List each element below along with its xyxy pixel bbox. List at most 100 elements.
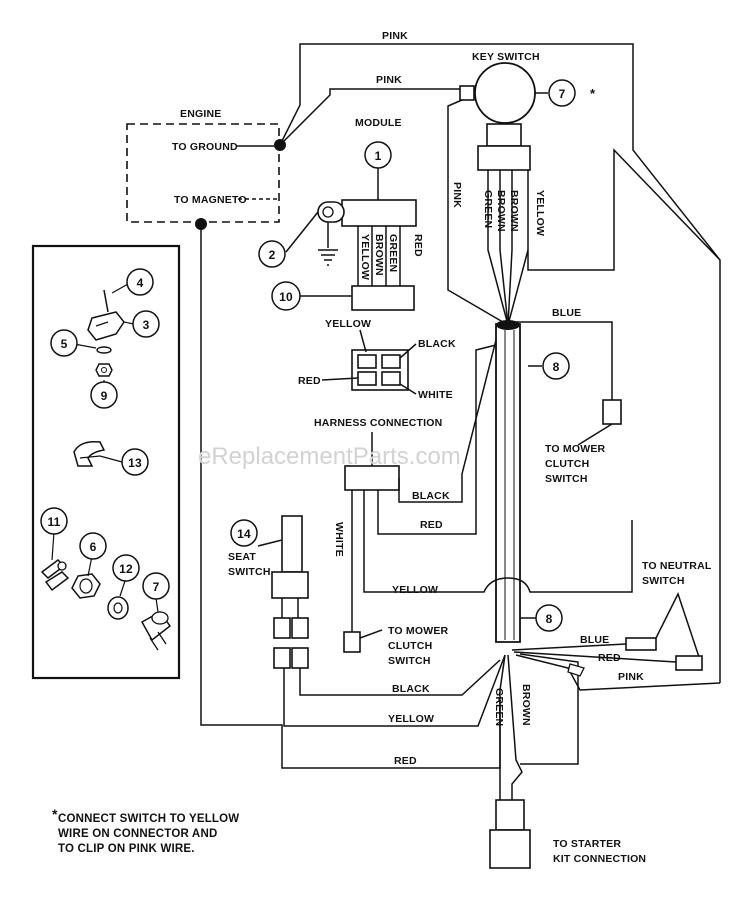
footnote-line-1: CONNECT SWITCH TO YELLOW: [58, 813, 240, 825]
footnote-line-3: TO CLIP ON PINK WIRE.: [58, 843, 195, 855]
wire-label-black-harness: BLACK: [412, 490, 450, 502]
brown-wire-starter: [507, 654, 523, 800]
module-body: [341, 199, 417, 227]
svg-text:7: 7: [559, 87, 566, 101]
wire-label-red-lowest: RED: [394, 755, 417, 767]
mower-clutch-bottom-1: TO MOWER: [388, 625, 449, 637]
wire-label-blue-bottom: BLUE: [580, 634, 609, 646]
module-label: MODULE: [355, 117, 402, 129]
callout-11: 11: [40, 507, 68, 535]
neutral-label-1: TO NEUTRAL: [642, 560, 712, 572]
svg-text:5: 5: [61, 337, 68, 351]
module-wires: [357, 226, 401, 286]
wire-label-yellow-conn: YELLOW: [325, 318, 371, 330]
svg-text:7: 7: [153, 580, 160, 594]
mower-clutch-connector-top: [602, 399, 622, 425]
svg-text:9: 9: [101, 389, 108, 403]
mower-clutch-bottom-3: SWITCH: [388, 655, 431, 667]
neutral-label-2: SWITCH: [642, 575, 685, 587]
to-ground-label: TO GROUND: [172, 141, 238, 153]
main-harness: [495, 323, 521, 643]
wire-label-red-conn: RED: [298, 375, 321, 387]
svg-text:10: 10: [279, 290, 293, 304]
yellow-wire-bottom: [283, 654, 506, 727]
four-way-connector: [351, 349, 409, 391]
svg-text:13: 13: [128, 456, 142, 470]
svg-text:8: 8: [553, 360, 560, 374]
wire-label-yellow-key: YELLOW: [534, 190, 546, 236]
clamp-part-drawing: [73, 440, 106, 467]
svg-text:2: 2: [269, 248, 276, 262]
wire-label-black-bottom: BLACK: [392, 683, 430, 695]
key-switch-part-drawing: [140, 611, 172, 651]
callout-2: 2: [258, 240, 286, 268]
wire-label-pink-top: PINK: [382, 30, 408, 42]
svg-text:11: 11: [47, 515, 60, 529]
key-switch-connector: [477, 145, 531, 171]
seat-switch-conn-d: [291, 647, 309, 669]
callout-10: 10: [271, 281, 301, 311]
callout-8-top: 8: [542, 352, 570, 380]
wire-label-pink-key: PINK: [451, 182, 463, 208]
seat-switch-body: [271, 571, 309, 599]
to-magneto-label: TO MAGNETO: [174, 194, 247, 206]
svg-text:12: 12: [119, 562, 133, 576]
black-wire-bottom: [299, 659, 501, 696]
key-switch-stem: [486, 123, 522, 147]
svg-text:4: 4: [137, 276, 144, 290]
wire-label-white-conn: WHITE: [418, 389, 453, 401]
magneto-wire: [200, 224, 501, 769]
washer-part-drawing: [107, 596, 129, 620]
neutral-connector-a: [625, 637, 657, 651]
callout-1: 1: [364, 141, 392, 169]
callout-8-bottom: 8: [535, 604, 563, 632]
seat-switch-top: [281, 515, 303, 573]
wire-label-brown-key2: BROWN: [508, 190, 520, 232]
wire-label-brown-mod: BROWN: [373, 234, 385, 276]
seat-switch-label-2: SWITCH: [228, 566, 271, 578]
keys-part-drawing: [40, 559, 70, 592]
wire-label-brown-key: BROWN: [495, 190, 507, 232]
mower-clutch-connector-bottom: [343, 631, 361, 653]
connector-leaders: [321, 329, 417, 395]
starter-plug: [495, 799, 525, 831]
wire-label-black-conn: BLACK: [418, 338, 456, 350]
key-switch-wires: [447, 99, 721, 326]
svg-text:8: 8: [546, 612, 553, 626]
wire-label-red-bottom: RED: [598, 652, 621, 664]
callout-6: 6: [79, 532, 107, 560]
callout-4: 4: [126, 268, 154, 296]
wire-label-pink-bottom: PINK: [618, 671, 644, 683]
seat-switch-label-1: SEAT: [228, 551, 256, 563]
harness-connection-label: HARNESS CONNECTION: [314, 417, 442, 429]
engine-label: ENGINE: [180, 108, 221, 120]
seat-switch-conn-a: [273, 617, 291, 639]
harness-wires: [351, 339, 633, 632]
callout-7-inset: 7: [142, 572, 170, 600]
ground-symbol: [318, 249, 338, 266]
wire-label-yellow-harness: YELLOW: [392, 584, 438, 596]
asterisk-marker: *: [590, 86, 596, 101]
footnote-line-2: WIRE ON CONNECTOR AND: [58, 828, 218, 840]
seat-switch-conn-c: [273, 647, 291, 669]
svg-text:1: 1: [375, 149, 382, 163]
wire-label-yellow-mod: YELLOW: [359, 234, 371, 280]
key-switch-terminal: [459, 85, 475, 101]
callout-5: 5: [50, 329, 78, 357]
svg-text:14: 14: [237, 527, 251, 541]
note-asterisk: *: [52, 806, 58, 822]
nut-part-drawing: [71, 573, 101, 599]
mower-clutch-top-1: TO MOWER: [545, 443, 606, 455]
wire-label-red-mod: RED: [412, 234, 424, 257]
starter-label-1: TO STARTER: [553, 838, 621, 850]
wire-label-green-bottom: GREEN: [493, 688, 505, 726]
engine-box: [126, 123, 280, 223]
seat-switch-conn-b: [291, 617, 309, 639]
key-switch-label: KEY SWITCH: [472, 51, 540, 63]
svg-text:6: 6: [90, 540, 97, 554]
clip-part-drawing: [87, 289, 125, 377]
green-wire-starter: [499, 654, 506, 800]
neutral-connector-b: [675, 655, 703, 671]
key-switch-body: [474, 62, 536, 124]
wire-label-green-mod: GREEN: [387, 234, 399, 272]
